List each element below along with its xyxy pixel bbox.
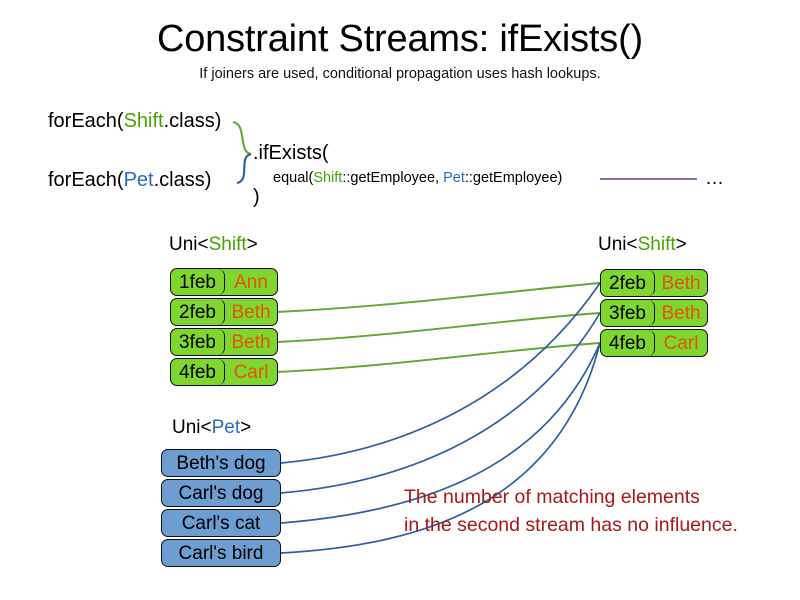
brace-lower-arm	[236, 153, 252, 185]
code-foreach-pet-suffix: .class)	[153, 169, 212, 191]
fact-row-left-shift-3[interactable]: 4feb Carl	[170, 358, 278, 386]
fact-cell-name: Ann	[234, 271, 268, 293]
fact-cell-name: Beth	[661, 302, 701, 324]
fact-row-pet-2[interactable]: Carl's cat	[161, 509, 281, 537]
wire-pet-carls-dog	[280, 312, 601, 494]
wire-shift-4feb	[275, 342, 601, 373]
code-joiner-equal: equal(Shift::getEmployee, Pet::getEmploy…	[273, 170, 562, 186]
caption-left-shift-type: Shift	[208, 234, 247, 255]
code-joiner-left-type: Shift	[313, 170, 343, 186]
code-joiner-prefix: equal(	[273, 170, 314, 186]
fact-cell-date: 4feb	[171, 359, 225, 385]
code-foreach-shift-type: Shift	[123, 110, 164, 132]
caption-left-shift-stream: Uni<Shift>	[169, 234, 258, 256]
fact-cell-name: Carl	[233, 361, 269, 383]
fact-row-left-shift-1[interactable]: 2feb Beth	[170, 298, 278, 326]
code-joiner-right-type: Pet	[443, 170, 465, 186]
fact-cell-name: Beth	[231, 301, 271, 323]
fact-cell-date: 2feb	[601, 270, 655, 296]
wire-pet-beths-dog	[280, 282, 601, 464]
caption-left-shift-suffix: >	[246, 234, 258, 255]
fact-cell-pet-label: Carl's dog	[178, 482, 264, 504]
caption-left-pet-prefix: Uni<	[172, 417, 212, 438]
fact-cell-name: Beth	[231, 331, 271, 353]
fact-cell-date: 4feb	[601, 330, 655, 356]
fact-row-pet-1[interactable]: Carl's dog	[161, 479, 281, 507]
fact-row-right-shift-2[interactable]: 4feb Carl	[600, 329, 708, 357]
caption-right-shift-stream: Uni<Shift>	[598, 234, 687, 256]
fact-cell-date: 3feb	[171, 329, 225, 355]
fact-cell-name: Carl	[663, 332, 699, 354]
page-title: Constraint Streams: ifExists()	[157, 18, 643, 60]
caption-right-shift-prefix: Uni<	[598, 234, 638, 255]
code-foreach-shift-suffix: .class)	[163, 110, 222, 132]
code-joiner-left-method: ::getEmployee,	[342, 170, 444, 186]
code-foreach-shift: forEach(Shift.class)	[48, 110, 221, 133]
annotation-line-2: in the second stream has no influence.	[404, 514, 738, 537]
code-ellipsis: …	[705, 168, 724, 189]
fact-row-pet-0[interactable]: Beth's dog	[161, 449, 281, 477]
wire-shift-2feb	[275, 282, 601, 313]
code-foreach-pet-type: Pet	[123, 169, 154, 191]
caption-left-pet-type: Pet	[211, 417, 241, 438]
code-foreach-pet: forEach(Pet.class)	[48, 169, 211, 192]
fact-row-left-shift-0[interactable]: 1feb Ann	[170, 268, 278, 296]
brace-upper-arm	[232, 120, 252, 156]
caption-right-shift-suffix: >	[675, 234, 687, 255]
fact-cell-pet-label: Carl's cat	[181, 512, 261, 534]
page-subtitle: If joiners are used, conditional propaga…	[199, 66, 601, 82]
code-foreach-shift-prefix: forEach(	[48, 110, 124, 132]
wire-shift-3feb	[275, 312, 601, 343]
caption-left-pet-stream: Uni<Pet>	[172, 417, 251, 439]
caption-left-pet-suffix: >	[240, 417, 252, 438]
annotation-line-1: The number of matching elements	[404, 486, 700, 508]
fact-cell-name: Beth	[661, 272, 701, 294]
code-ifexists-close: )	[253, 186, 260, 208]
fact-cell-date: 2feb	[171, 299, 225, 325]
code-joiner-right-method: ::getEmployee)	[464, 170, 563, 186]
code-ifexists-open: .ifExists(	[253, 142, 329, 164]
annotation-note: The number of matching elements in the s…	[404, 483, 738, 540]
fact-row-left-shift-2[interactable]: 3feb Beth	[170, 328, 278, 356]
fact-cell-date: 3feb	[601, 300, 655, 326]
caption-right-shift-type: Shift	[637, 234, 676, 255]
fact-row-pet-3[interactable]: Carl's bird	[161, 539, 281, 567]
caption-left-shift-prefix: Uni<	[169, 234, 209, 255]
fact-cell-date: 1feb	[171, 269, 225, 295]
code-foreach-pet-prefix: forEach(	[48, 169, 124, 191]
fact-cell-pet-label: Carl's bird	[178, 542, 264, 564]
fact-cell-pet-label: Beth's dog	[176, 452, 266, 474]
fact-row-right-shift-0[interactable]: 2feb Beth	[600, 269, 708, 297]
fact-row-right-shift-1[interactable]: 3feb Beth	[600, 299, 708, 327]
